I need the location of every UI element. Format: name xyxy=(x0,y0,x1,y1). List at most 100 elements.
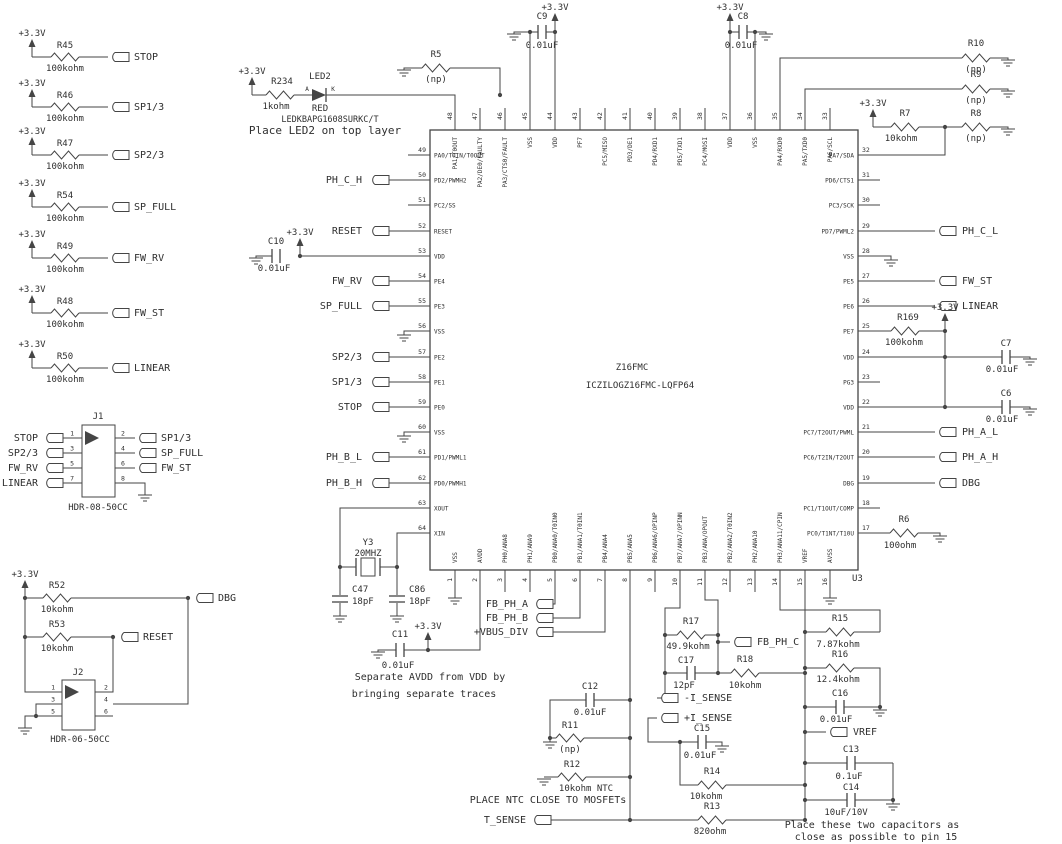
j1-outline[interactable] xyxy=(81,424,116,498)
net-flag[interactable] xyxy=(139,448,157,458)
net-flag[interactable] xyxy=(939,452,957,462)
arrow-head xyxy=(28,189,36,197)
net-tag-fb0[interactable]: FB_PH_A xyxy=(486,592,556,610)
net-tag-RESET[interactable]: RESET xyxy=(332,226,408,237)
value-label: 0.01uF xyxy=(820,715,853,725)
net-tag-fb2[interactable]: +VBUS_DIV xyxy=(474,592,606,638)
net-flag[interactable] xyxy=(46,433,64,443)
net-tag-DBG[interactable]: DBG xyxy=(880,478,980,489)
net-tag-PH_C_H[interactable]: PH_C_H xyxy=(326,175,408,186)
net-tag-PH_A_L[interactable]: PH_A_L xyxy=(880,427,998,438)
net-flag[interactable] xyxy=(46,463,64,473)
net-flag[interactable] xyxy=(372,377,390,387)
wire xyxy=(326,94,456,108)
net-flag[interactable] xyxy=(372,226,390,236)
resistor-r10[interactable]: R10(np) xyxy=(779,39,1015,108)
net-flag[interactable] xyxy=(661,693,679,703)
net-flag[interactable] xyxy=(372,478,390,488)
net-flag[interactable] xyxy=(121,632,139,642)
net-tag-STOP[interactable]: STOP xyxy=(338,402,408,413)
net-flag[interactable] xyxy=(112,253,130,263)
net-flag[interactable] xyxy=(112,308,130,318)
ref-label: R6 xyxy=(899,515,910,525)
cap-c6[interactable]: C60.01uF xyxy=(880,389,1037,425)
power-arrow-icon xyxy=(28,295,36,313)
net-flag[interactable] xyxy=(372,402,390,412)
net-flag[interactable] xyxy=(536,599,554,609)
net-tag-PH_C_L[interactable]: PH_C_L xyxy=(880,226,998,237)
net-flag[interactable] xyxy=(939,478,957,488)
net-tag-FW_ST[interactable]: FW_ST xyxy=(880,276,992,287)
net-label: FW_RV xyxy=(332,276,362,287)
cap-c7[interactable]: C70.01uF xyxy=(880,339,1037,375)
net-tag-fb1[interactable]: FB_PH_B xyxy=(486,592,581,624)
net-flag[interactable] xyxy=(112,102,130,112)
net-flag[interactable] xyxy=(139,463,157,473)
resistor-r9[interactable]: R9(np) xyxy=(804,70,1015,108)
vref-divider[interactable]: R157.87kohmR1612.4kohmC160.01uFVREFC130.… xyxy=(779,592,959,843)
cap-c9[interactable]: C90.01uF+3.3V xyxy=(507,3,569,108)
net-tag-SP_FULL[interactable]: SP_FULL xyxy=(320,301,408,312)
net-flag[interactable] xyxy=(112,202,130,212)
cap-c8[interactable]: C80.01uF+3.3V xyxy=(716,3,773,108)
arrow-head xyxy=(296,238,304,246)
net-flag[interactable] xyxy=(196,593,214,603)
net-flag[interactable] xyxy=(661,713,679,723)
net-flag[interactable] xyxy=(46,478,64,488)
net-flag[interactable] xyxy=(536,613,554,623)
net-flag[interactable] xyxy=(939,427,957,437)
pin-number: 54 xyxy=(418,272,426,280)
net-flag[interactable] xyxy=(534,815,552,825)
net-flag[interactable] xyxy=(372,175,390,185)
ic-u3[interactable]: Z16FMCICZILOGZ16FMC-LQFP64U349PA0/T0IN/T… xyxy=(408,108,880,592)
net-tag-PH_A_H[interactable]: PH_A_H xyxy=(880,452,998,463)
net-flag[interactable] xyxy=(112,52,130,62)
net-tag-PH_B_H[interactable]: PH_B_H xyxy=(326,478,408,489)
net-flag[interactable] xyxy=(372,352,390,362)
j2-outline[interactable] xyxy=(61,679,96,731)
net-flag[interactable] xyxy=(139,433,157,443)
net-flag[interactable] xyxy=(372,301,390,311)
debug-reset-circuit[interactable]: +3.3VR5210kohmDBGR5310kohmRESETJ2HDR-06-… xyxy=(11,570,236,745)
net-flag[interactable] xyxy=(112,363,130,373)
net-flag[interactable] xyxy=(939,226,957,236)
ic-outline[interactable] xyxy=(429,129,859,571)
net-tag-LINEAR[interactable]: LINEAR xyxy=(880,301,999,312)
power-label: +3.3V xyxy=(18,179,46,189)
net-tag-SP1/3[interactable]: SP1/3 xyxy=(332,377,408,388)
net-tag-PH_B_L[interactable]: PH_B_L xyxy=(326,452,408,463)
net-tag-FW_RV[interactable]: FW_RV xyxy=(332,276,408,287)
net-flag[interactable] xyxy=(536,627,554,637)
net-tag-SP2/3[interactable]: SP2/3 xyxy=(332,352,408,363)
net-flag[interactable] xyxy=(939,276,957,286)
net-flag[interactable] xyxy=(939,301,957,311)
net-flag[interactable] xyxy=(112,150,130,160)
net-flag[interactable] xyxy=(734,637,752,647)
net-flag[interactable] xyxy=(830,727,848,737)
net-flag[interactable] xyxy=(372,452,390,462)
wire xyxy=(647,717,680,743)
net-flag[interactable] xyxy=(46,448,64,458)
net-flag[interactable] xyxy=(372,276,390,286)
